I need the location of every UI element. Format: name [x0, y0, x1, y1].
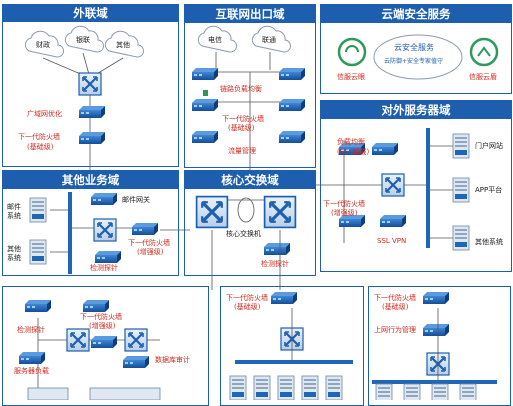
firewall-label: 下一代防火墙: [226, 294, 268, 302]
probe-label: 检测探针: [90, 264, 118, 272]
firewall-level-label: (基础级): [234, 303, 261, 311]
firewall-level-label: (增强级): [137, 248, 164, 256]
probe-label: 检测探针: [17, 326, 45, 334]
server-label-portal: 门户网站: [475, 142, 503, 150]
behavior-audit-label: 上网行为管理: [374, 326, 416, 334]
cloud-shield-label: 信服云盾: [469, 73, 497, 81]
firewall-level-label: (增强级): [331, 209, 358, 217]
db-audit-label: 数据库审计: [155, 356, 190, 364]
cloud-eye-logo-icon: [337, 37, 367, 67]
extranet-graphics: [24, 25, 145, 170]
zone-other-business: 其他业务域: [2, 170, 179, 276]
shield-icon: [203, 90, 208, 96]
zone-title: 外联域: [3, 4, 178, 22]
firewall-level-label: (增强级): [89, 322, 116, 330]
bottom-right-graphics: [372, 292, 497, 400]
core-switch-label: 核心交换机: [226, 230, 261, 238]
cloud-label-other: 其他: [116, 41, 130, 49]
other-system-label: 其他: [7, 245, 21, 253]
wan-optimizer-label: 广域网优化: [27, 110, 62, 118]
server-label-other: 其他系统: [475, 238, 503, 246]
firewall-label: 下一代防火墙: [128, 239, 170, 247]
firewall-label: 下一代防火墙: [323, 200, 365, 208]
cloud-eye-label: 信服云眼: [337, 73, 365, 81]
zone-external-service: 对外服务器域: [320, 100, 512, 272]
bottom-mid-graphics: [229, 292, 353, 400]
other-system-label-2: 系统: [7, 254, 21, 262]
zone-cloud-security: 云端安全服务: [320, 4, 512, 94]
firewall-label: 下一代防火墙: [18, 133, 60, 141]
cloud-service-subtitle: 云防御+安全专家值守: [384, 58, 444, 65]
lb-label: 负载均衡: [337, 138, 365, 146]
firewall-level-label: (基础级): [228, 124, 255, 132]
zone-extranet: 外联域: [2, 4, 179, 167]
cloud-service-title: 云安全服务: [394, 43, 434, 52]
zone-title: 云端安全服务: [321, 5, 511, 23]
zone-title: 其他业务域: [3, 171, 178, 189]
server-lb-label: 服务器负载: [14, 367, 49, 375]
internet-exit-graphics: [192, 25, 305, 170]
link-lb-label: 链路负载均衡: [220, 85, 262, 93]
zone-internet-exit: 互联网出口域: [184, 4, 316, 168]
cloud-label-unionpay: 银联: [76, 36, 90, 44]
core-switch-graphics: [195, 195, 297, 290]
cloud-label-finance: 财政: [36, 41, 50, 49]
mail-system-label-2: 系统: [7, 212, 21, 220]
zone-title: 互联网出口域: [185, 5, 315, 23]
ssl-vpn-label: SSL VPN: [377, 237, 407, 245]
cloud-security-graphics: [337, 34, 499, 80]
zone-bottom-left: [2, 286, 209, 406]
firewall-level-label: (基础级): [27, 143, 54, 151]
firewall-label: 下一代防火墙: [80, 313, 122, 321]
zone-core-switch: 核心交换域: [184, 170, 316, 276]
cloud-shield-logo-icon: [469, 37, 499, 67]
probe-label: 检测探针: [261, 260, 289, 268]
lb-sub-label: (SSL卸载): [337, 148, 370, 156]
firewall-label: 下一代防火墙: [222, 115, 264, 123]
zone-title: 核心交换域: [185, 171, 315, 189]
server-label-app: APP平台: [475, 186, 503, 194]
other-business-graphics: [29, 192, 190, 274]
firewall-label: 下一代防火墙: [374, 294, 416, 302]
cloud-label-telecom: 电信: [208, 36, 222, 44]
bottom-left-graphics: [19, 300, 161, 400]
mail-gateway-label: 邮件网关: [122, 196, 150, 204]
zone-title: 对外服务器域: [321, 101, 511, 119]
flow-control-label: 流量管理: [228, 147, 256, 155]
mail-system-label: 邮件: [7, 203, 21, 211]
firewall-level-label: (基础级): [382, 303, 409, 311]
cloud-label-unicom: 联通: [262, 36, 276, 44]
